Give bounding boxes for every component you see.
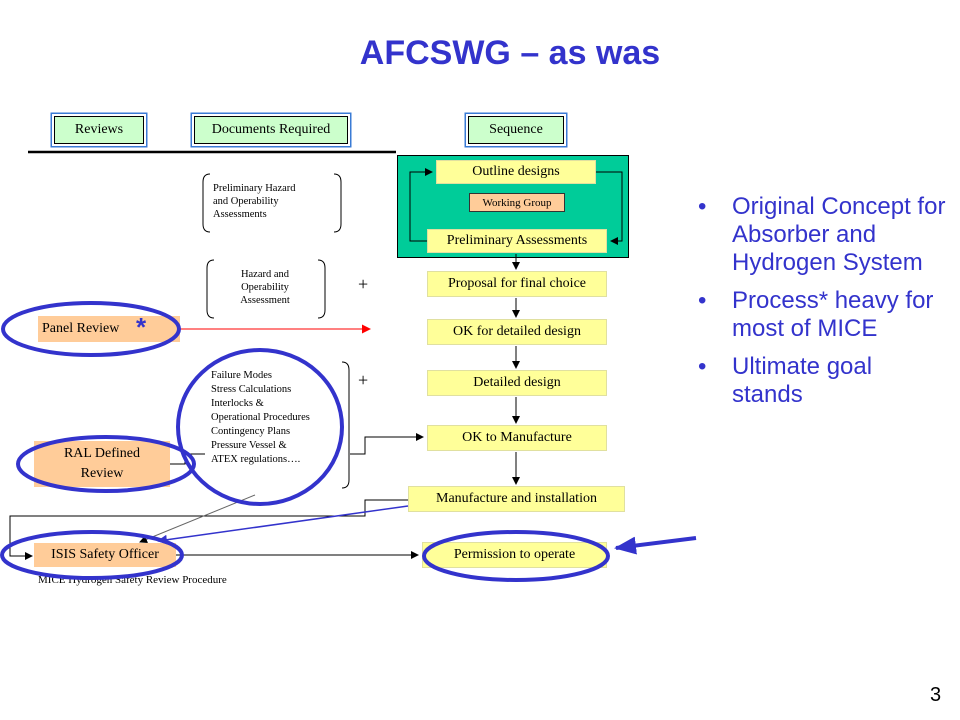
doc-line: Hazard and [240,269,290,280]
doc-line: Pressure Vessel & [211,440,287,451]
review-ral-defined: RAL Defined Review [34,441,170,487]
review-panel-review: Panel Review [38,316,180,342]
seq-manufacture-installation: Manufacture and installation [408,486,625,512]
doc-line: Interlocks & [211,398,264,409]
ral-line-2: Review [80,466,124,481]
bullet-item: • Process* heavy for most of MICE [698,287,948,343]
doc-line: Operability [241,282,289,293]
doc-line: and Operability [213,196,279,207]
bullet-item: • Ultimate goal stands [698,353,948,409]
bullet-text: Original Concept for Absorber and Hydrog… [732,193,946,276]
highlight-ellipse-permission [422,530,610,582]
bracket [341,361,350,489]
manufacture-to-isis-arrow [9,499,408,560]
pointer-arrow [614,536,697,555]
doc-line: Contingency Plans [211,426,291,437]
seq-detailed-design: Detailed design [427,370,607,396]
doc-preliminary-hazop: Preliminary Hazard and Operability Asses… [213,182,296,221]
doc-line: Assessment [240,295,290,306]
doc-line: Operational Procedures [211,412,310,423]
page-number: 3 [930,684,942,706]
plus-sign: + [358,370,369,390]
panel-review-star: * [136,312,147,342]
loop-arrow [409,168,433,242]
bracket [317,259,326,319]
seq-proposal-final-choice: Proposal for final choice [427,271,607,297]
bullet-text: Process* heavy for most of MICE [732,287,934,342]
ral-to-manufacture-arrow [350,433,424,455]
doc-failure-modes: Failure Modes Stress Calculations Interl… [211,369,310,467]
bracket [333,173,342,233]
feedback-arrow [139,494,256,544]
ral-line-1: RAL Defined [63,446,141,461]
doc-line: Assessments [213,209,267,220]
seq-permission-operate: Permission to operate [422,542,607,568]
seq-ok-manufacture: OK to Manufacture [427,425,607,451]
seq-preliminary-assessments: Preliminary Assessments [427,229,607,253]
seq-outline-designs: Outline designs [436,160,596,184]
bracket [202,173,211,233]
highlight-ellipse-panel [1,301,181,357]
header-reviews: Reviews [54,116,144,144]
header-sequence: Sequence [468,116,564,144]
doc-line: Failure Modes [211,370,272,381]
bracket [206,259,215,319]
doc-hazop: Hazard and Operability Assessment [218,268,312,307]
bullet-item: • Original Concept for Absorber and Hydro… [698,193,948,277]
doc-line: Preliminary Hazard [213,183,296,194]
bullet-dot: • [698,353,707,380]
highlight-ellipse-documents [176,348,344,506]
highlight-ellipse-ral [16,435,196,493]
doc-line: Stress Calculations [211,384,292,395]
bullet-list: • Original Concept for Absorber and Hydro… [698,193,948,419]
seq-working-group: Working Group [469,193,565,212]
doc-line: ATEX regulations…. [211,454,301,465]
bullet-text: Ultimate goal stands [732,353,873,408]
plus-sign: + [358,274,369,294]
feedback-arrow [157,505,409,545]
review-isis-safety-officer: ISIS Safety Officer [34,543,176,567]
highlight-ellipse-isis [0,530,184,580]
bullet-dot: • [698,287,707,314]
header-documents-required: Documents Required [194,116,348,144]
bullet-dot: • [698,193,707,220]
loop-arrow [596,171,623,245]
seq-ok-detailed-design: OK for detailed design [427,319,607,345]
slide-title: AFCSWG – as was [359,34,661,72]
